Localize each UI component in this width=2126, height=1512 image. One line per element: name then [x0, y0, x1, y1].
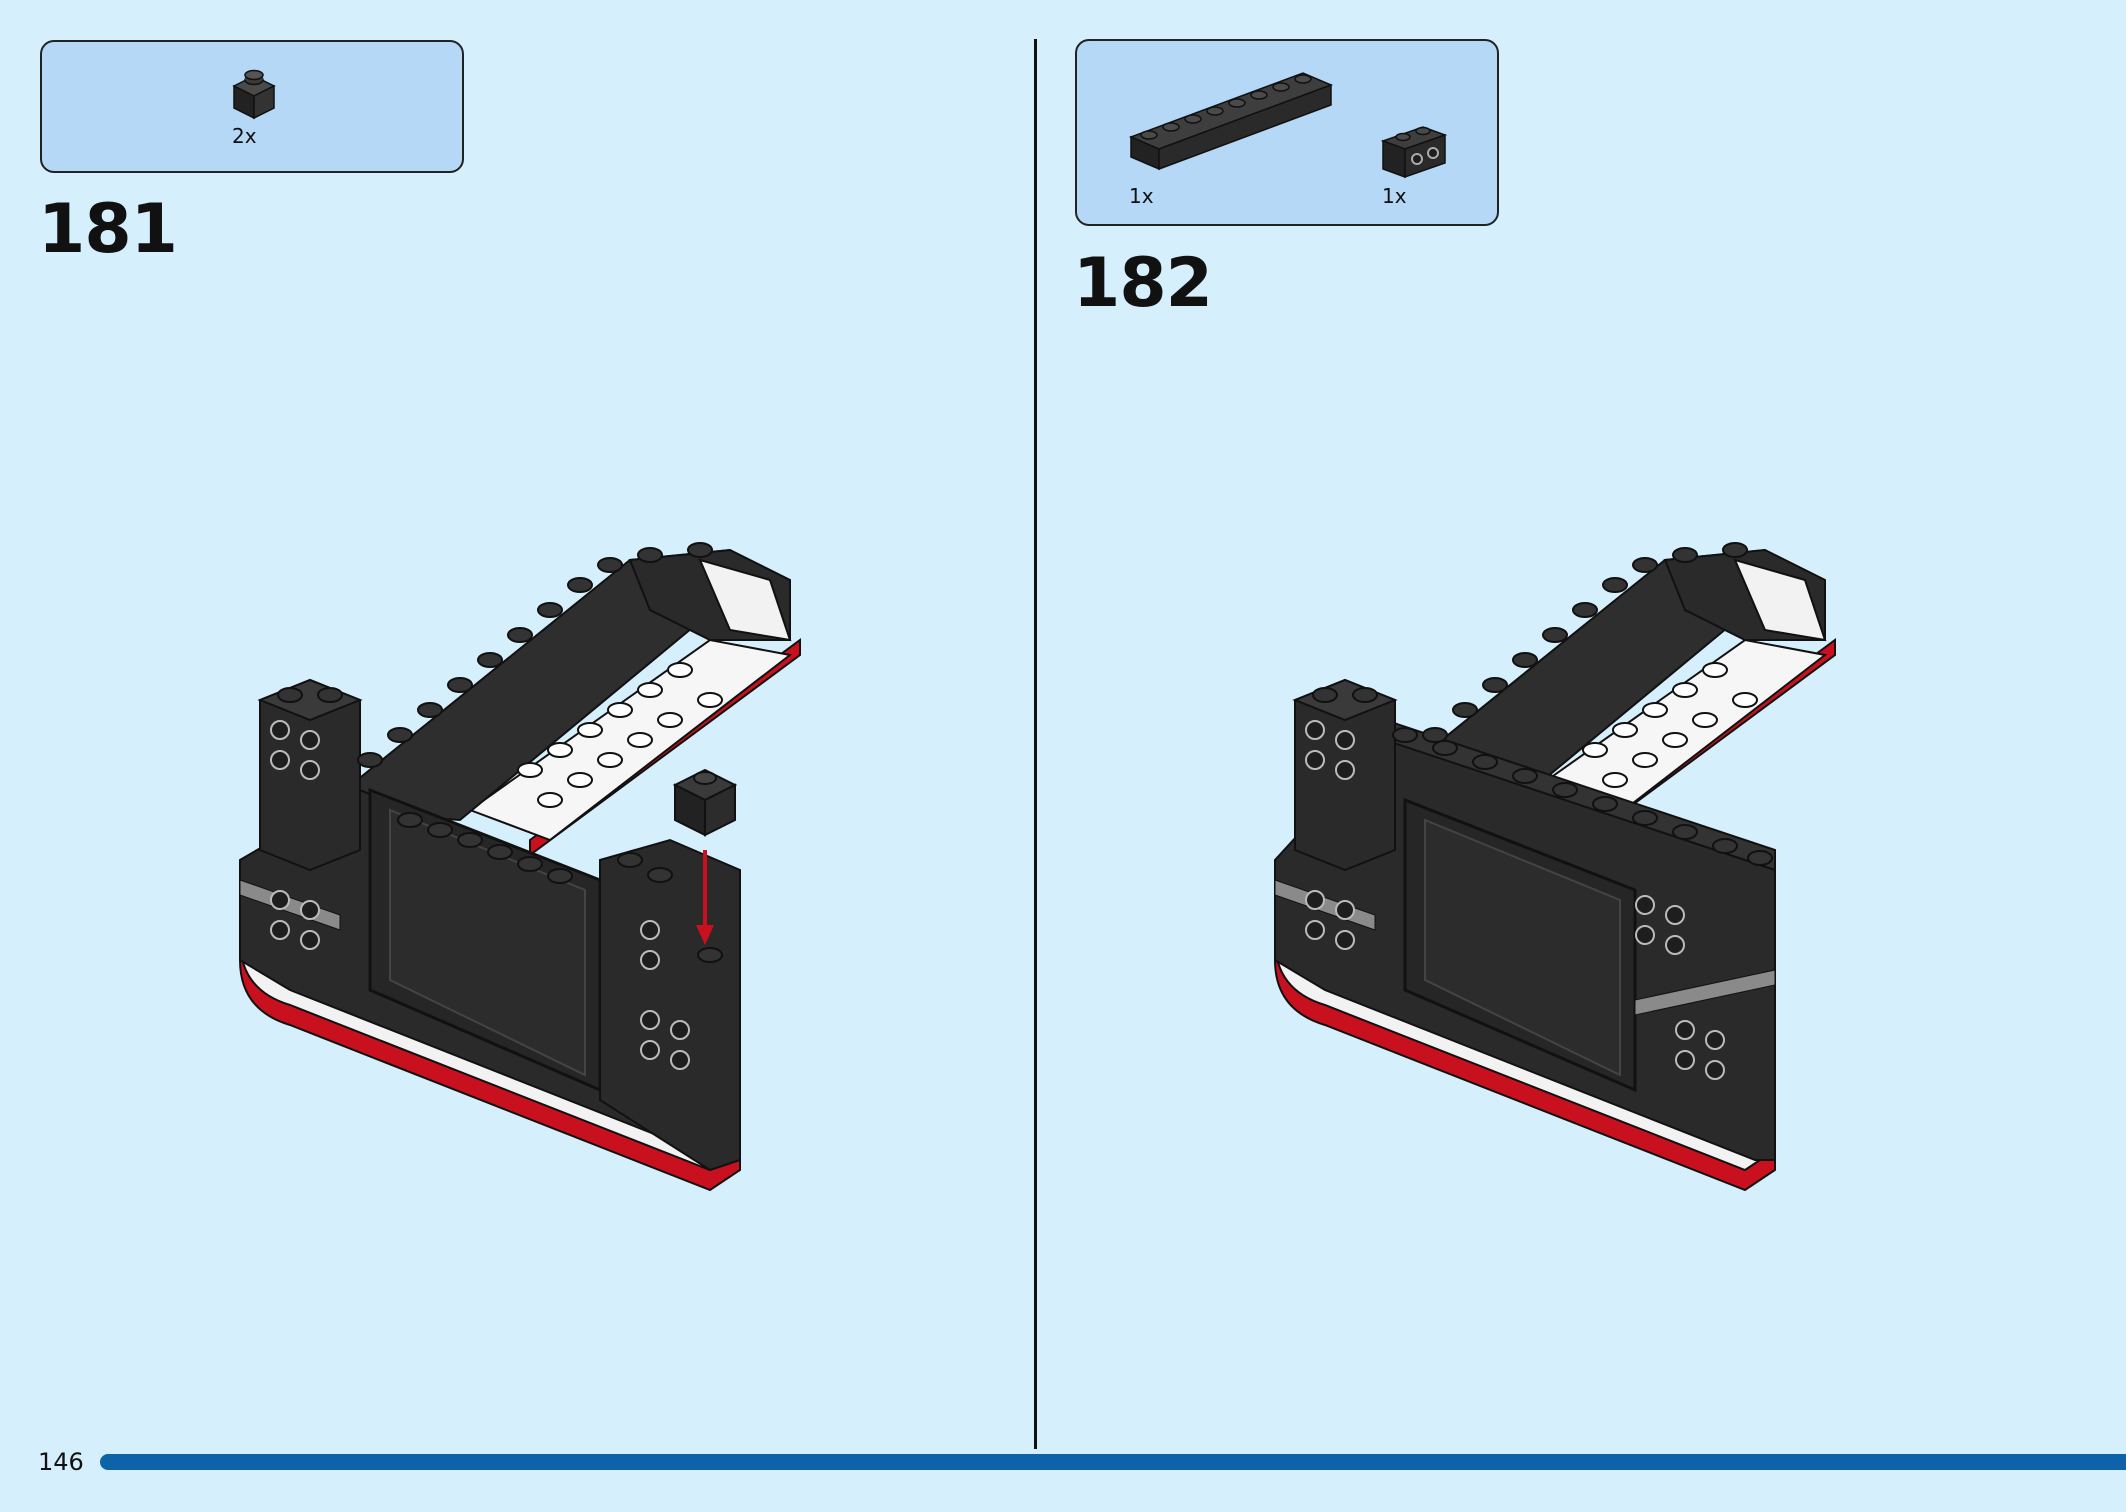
brick-1x1-black-icon: [232, 69, 276, 120]
step-number-182: 182: [1073, 244, 1213, 323]
model-assembly-step-181: [238, 542, 801, 1192]
page-number: 146: [38, 1448, 84, 1476]
parts-callout-step-181: 2x: [40, 40, 464, 173]
part-quantity: 1x: [1382, 184, 1407, 208]
parts-callout-step-182: 1x 1x: [1075, 39, 1499, 226]
part-quantity: 1x: [1129, 184, 1154, 208]
model-assembly-step-182: [1273, 542, 1836, 1192]
brick-1x2-studs-side-black-icon: [1380, 126, 1448, 179]
brick-1x8-black-icon: [1128, 72, 1334, 171]
page-progress-bar: [100, 1454, 2126, 1470]
part-quantity: 2x: [232, 124, 257, 148]
step-number-181: 181: [38, 190, 178, 269]
page-divider: [1034, 39, 1037, 1449]
